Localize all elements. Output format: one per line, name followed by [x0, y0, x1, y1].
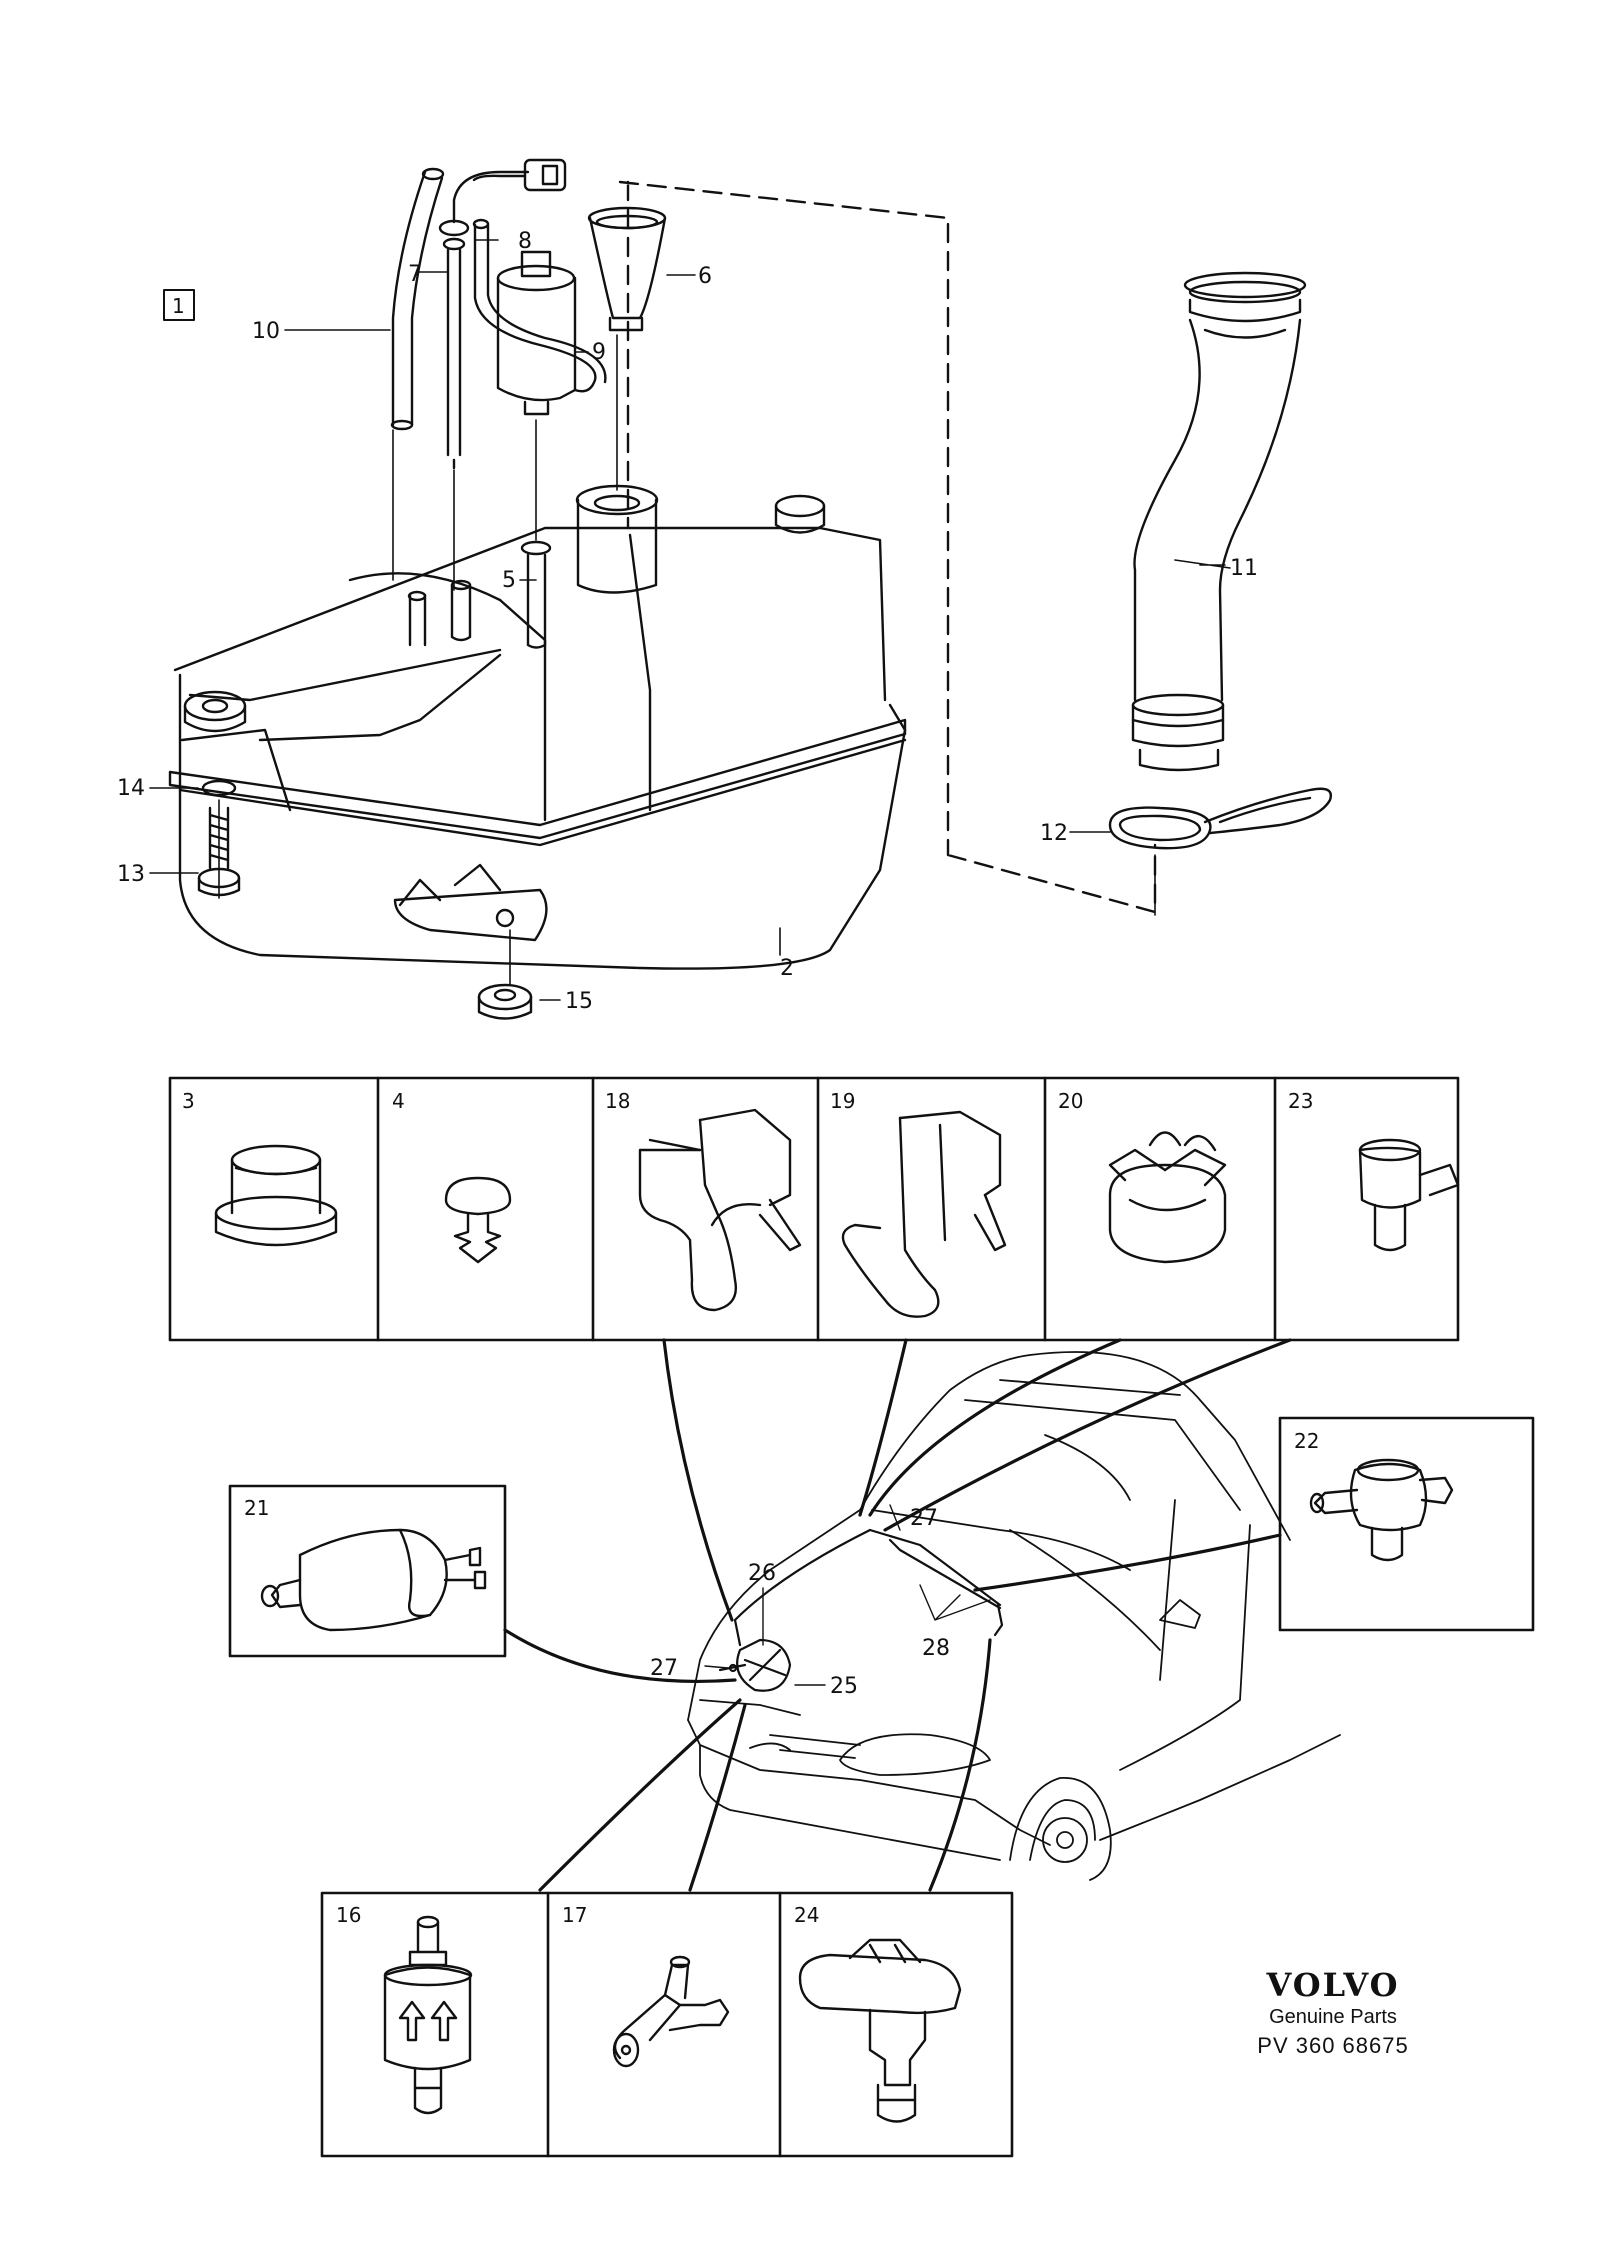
part-3-plug [214, 1144, 338, 1247]
callout-12: 12 [1040, 821, 1068, 846]
group-badge-frame [163, 289, 195, 321]
part-17-y-connector [612, 1955, 730, 2068]
callout-5: 5 [502, 568, 516, 593]
part-23-connector [1358, 1138, 1460, 1252]
seal-12 [1108, 806, 1212, 850]
part-24-nozzle [798, 1938, 962, 2123]
part-22-tee [1309, 1458, 1454, 1562]
filter-cup-6 [588, 216, 667, 320]
callout-27-right: 27 [910, 1506, 938, 1531]
box-label-24: 24 [794, 1903, 819, 1927]
tank-bracket [393, 863, 548, 942]
box-label-17: 17 [562, 1903, 587, 1927]
part-code: PV 360 68675 [1257, 2033, 1409, 2058]
brand-block: VOLVO Genuine Parts PV 360 68675 [1218, 1966, 1448, 2059]
callout-9: 9 [592, 340, 606, 365]
callout-7: 7 [408, 262, 422, 287]
leader-curves [503, 1338, 1292, 1892]
dashed-guide [618, 180, 1157, 914]
wiring-harness [452, 170, 530, 224]
bottom-box-row [320, 1891, 1014, 2158]
washer-pump [472, 218, 607, 416]
washer-reservoir [168, 484, 907, 970]
car-outline [687, 1351, 1341, 1881]
callout-6: 6 [698, 264, 712, 289]
callout-14: 14 [117, 776, 145, 801]
box-label-19: 19 [830, 1089, 855, 1113]
part-21-filter [260, 1528, 487, 1632]
box-22 [1278, 1416, 1535, 1632]
callout-27-left: 27 [650, 1656, 678, 1681]
box-label-18: 18 [605, 1089, 630, 1113]
level-sensor-7 [446, 248, 462, 457]
nut-15 [477, 983, 533, 1020]
callout-10: 10 [252, 319, 280, 344]
callout-26: 26 [748, 1561, 776, 1586]
hose-10 [391, 170, 444, 427]
filler-pipe-11 [1131, 271, 1307, 772]
grommet-5 [526, 553, 547, 649]
part-20-clamp [1108, 1131, 1227, 1264]
box-label-20: 20 [1058, 1089, 1083, 1113]
part-16-filter [383, 1915, 473, 2115]
brand-subtitle: Genuine Parts [1269, 2006, 1397, 2028]
callout-13: 13 [117, 862, 145, 887]
part-18-clip [638, 1108, 802, 1312]
part-19-clip [841, 1110, 1007, 1318]
box-label-4: 4 [392, 1089, 405, 1113]
box-label-23: 23 [1288, 1089, 1313, 1113]
volvo-logo: VOLVO [1266, 1966, 1400, 2004]
box-label-21: 21 [244, 1496, 269, 1520]
callout-25: 25 [830, 1674, 858, 1699]
callout-15: 15 [565, 989, 593, 1014]
box-label-16: 16 [336, 1903, 361, 1927]
car-washer-components [718, 1528, 1004, 1692]
box-label-3: 3 [182, 1089, 195, 1113]
top-box-row [168, 1076, 1460, 1342]
callout-8: 8 [518, 229, 532, 254]
box-label-22: 22 [1294, 1429, 1319, 1453]
callout-11: 11 [1230, 556, 1258, 581]
part-4-clip [444, 1176, 512, 1264]
car-callout-leaders [704, 1504, 991, 1686]
group-badge-label: 1 [172, 294, 185, 318]
leader-lines [149, 239, 1231, 1001]
callout-28: 28 [922, 1636, 950, 1661]
callout-2: 2 [780, 956, 794, 981]
box-21 [228, 1484, 507, 1658]
